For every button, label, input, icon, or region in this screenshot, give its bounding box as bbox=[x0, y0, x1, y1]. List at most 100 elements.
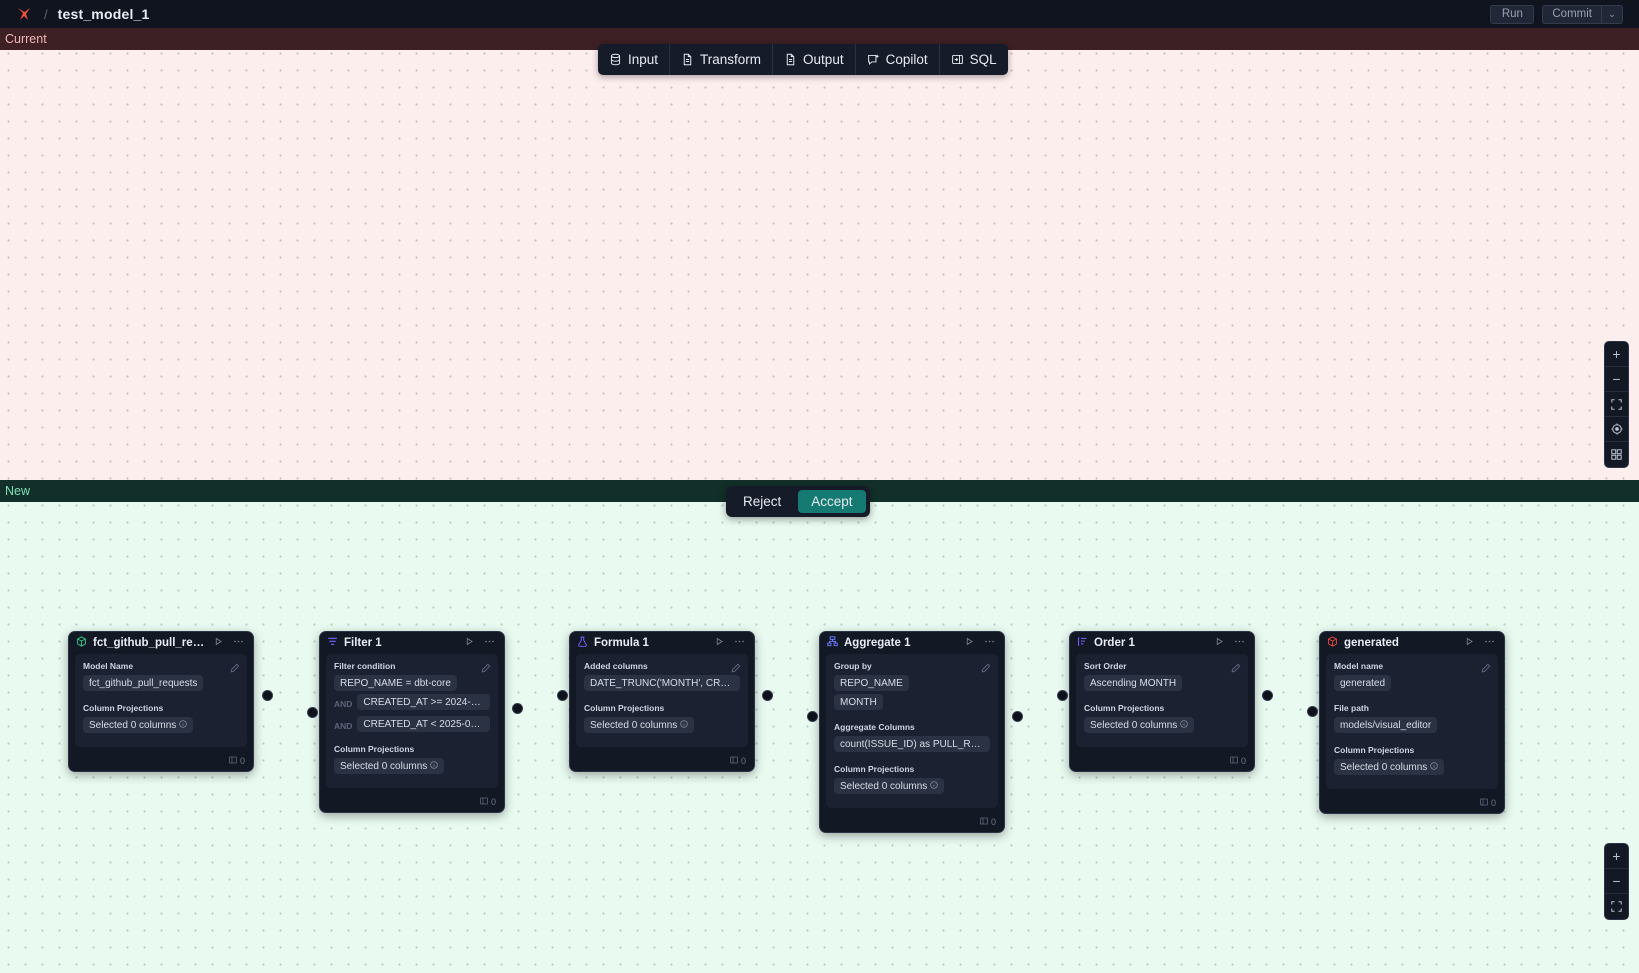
node-chip[interactable]: Selected 0 columns bbox=[1334, 759, 1445, 775]
toolbar-item-sql[interactable]: SQL bbox=[940, 44, 1008, 75]
node-output-port[interactable] bbox=[1012, 711, 1023, 722]
toolbar-item-transform[interactable]: Transform bbox=[670, 44, 774, 75]
flask-icon bbox=[577, 636, 588, 650]
chip-conjunction: AND bbox=[334, 698, 353, 709]
target-icon[interactable] bbox=[1605, 417, 1628, 442]
node-output-port[interactable] bbox=[762, 690, 773, 701]
node-menu-icon[interactable] bbox=[482, 636, 497, 650]
node-chip[interactable]: Selected 0 columns bbox=[834, 778, 945, 794]
node-chip[interactable]: models/visual_editor bbox=[1334, 717, 1438, 733]
breadcrumb-separator: / bbox=[44, 6, 48, 22]
node-chip[interactable]: Selected 0 columns bbox=[1084, 717, 1195, 733]
info-icon[interactable] bbox=[930, 780, 938, 791]
grid-icon[interactable] bbox=[1605, 442, 1628, 467]
node-input-port[interactable] bbox=[807, 711, 818, 722]
node-header[interactable]: Formula 1 bbox=[570, 632, 754, 654]
node-menu-icon[interactable] bbox=[732, 636, 747, 650]
node-chip[interactable]: generated bbox=[1334, 675, 1392, 691]
node-edit-pencil-icon[interactable] bbox=[230, 660, 240, 678]
commit-button[interactable]: Commit bbox=[1542, 4, 1601, 24]
node-section-title: Sort Order bbox=[1084, 661, 1127, 671]
zoom-in-button[interactable]: + bbox=[1605, 844, 1628, 869]
zoom-out-button[interactable]: − bbox=[1605, 367, 1628, 392]
node-run-icon[interactable] bbox=[463, 637, 476, 649]
commit-split-button: Commit ⌄ bbox=[1542, 4, 1623, 24]
document-icon bbox=[681, 53, 694, 66]
node-edit-pencil-icon[interactable] bbox=[731, 660, 741, 678]
node-chip[interactable]: CREATED_AT >= 2024-12-01 bbox=[357, 694, 490, 710]
node-header[interactable]: Filter 1 bbox=[320, 632, 504, 654]
x-logo-icon[interactable] bbox=[14, 4, 34, 24]
node-run-icon[interactable] bbox=[212, 637, 225, 649]
node-chip-label: Selected 0 columns bbox=[1340, 761, 1428, 773]
node-header[interactable]: fct_github_pull_requests bbox=[69, 632, 253, 654]
node-menu-icon[interactable] bbox=[1482, 636, 1497, 650]
current-canvas-pane[interactable]: Current bbox=[0, 28, 1639, 480]
node-menu-icon[interactable] bbox=[231, 636, 246, 650]
info-icon[interactable] bbox=[430, 760, 438, 771]
commit-dropdown-caret-icon[interactable]: ⌄ bbox=[1601, 4, 1623, 24]
node-column-count: 0 bbox=[239, 755, 245, 766]
node-footer: 0 bbox=[570, 753, 754, 771]
toolbar-item-output[interactable]: Output bbox=[773, 44, 856, 75]
node-run-icon[interactable] bbox=[713, 637, 726, 649]
node-chip[interactable]: DATE_TRUNC('MONTH', CREATED_AT… bbox=[584, 675, 740, 691]
node-header[interactable]: generated bbox=[1320, 632, 1504, 654]
node-run-icon[interactable] bbox=[1213, 637, 1226, 649]
zoom-out-button[interactable]: − bbox=[1605, 869, 1628, 894]
fit-view-icon[interactable] bbox=[1605, 392, 1628, 417]
node-chip[interactable]: Selected 0 columns bbox=[584, 717, 695, 733]
node-output-port[interactable] bbox=[262, 690, 273, 701]
node-output-port[interactable] bbox=[1262, 690, 1273, 701]
node-chip[interactable]: Selected 0 columns bbox=[334, 758, 445, 774]
node-chip[interactable]: Selected 0 columns bbox=[83, 717, 194, 733]
info-icon[interactable] bbox=[1180, 719, 1188, 730]
node-chip[interactable]: count(ISSUE_ID) as PULL_REQUEST_… bbox=[834, 736, 990, 752]
node-edit-pencil-icon[interactable] bbox=[1231, 660, 1241, 678]
info-icon[interactable] bbox=[1430, 761, 1438, 772]
zoom-in-button[interactable]: + bbox=[1605, 342, 1628, 367]
node-column-count: 0 bbox=[990, 816, 996, 827]
toolbar-item-input[interactable]: Input bbox=[598, 44, 671, 75]
node-input-port[interactable] bbox=[1057, 690, 1068, 701]
fit-view-icon[interactable] bbox=[1605, 894, 1628, 919]
node-chip[interactable]: fct_github_pull_requests bbox=[83, 675, 204, 691]
node-menu-icon[interactable] bbox=[1232, 636, 1247, 650]
document-icon bbox=[784, 53, 797, 66]
node-chip[interactable]: CREATED_AT < 2025-03-01 bbox=[357, 716, 490, 732]
toolbar-item-label: SQL bbox=[969, 52, 997, 67]
node-run-icon[interactable] bbox=[1463, 637, 1476, 649]
run-button[interactable]: Run bbox=[1490, 4, 1535, 24]
node-source[interactable]: fct_github_pull_requestsModel Namefct_gi… bbox=[68, 631, 254, 772]
accept-button[interactable]: Accept bbox=[798, 490, 866, 513]
node-edit-pencil-icon[interactable] bbox=[481, 660, 491, 678]
node-column-count: 0 bbox=[740, 755, 746, 766]
info-icon[interactable] bbox=[680, 719, 688, 730]
node-output-port[interactable] bbox=[512, 703, 523, 714]
node-input-port[interactable] bbox=[1307, 706, 1318, 717]
toolbar-item-copilot[interactable]: Copilot bbox=[856, 44, 940, 75]
node-input-port[interactable] bbox=[307, 707, 318, 718]
node-section-title: Column Projections bbox=[834, 764, 915, 774]
node-edit-pencil-icon[interactable] bbox=[1481, 660, 1491, 678]
node-input-port[interactable] bbox=[557, 690, 568, 701]
node-chip[interactable]: REPO_NAME = dbt-core bbox=[334, 675, 457, 691]
info-icon[interactable] bbox=[179, 719, 187, 730]
node-run-icon[interactable] bbox=[963, 637, 976, 649]
node-header[interactable]: Aggregate 1 bbox=[820, 632, 1004, 654]
node-menu-icon[interactable] bbox=[982, 636, 997, 650]
node-chip[interactable]: REPO_NAME bbox=[834, 675, 909, 691]
reject-button[interactable]: Reject bbox=[743, 494, 782, 509]
node-section-title: Column Projections bbox=[1084, 703, 1165, 713]
node-header[interactable]: Order 1 bbox=[1070, 632, 1254, 654]
node-edit-pencil-icon[interactable] bbox=[981, 660, 991, 678]
cube-icon-green bbox=[76, 636, 87, 650]
node-chip[interactable]: MONTH bbox=[834, 694, 883, 710]
node-chip[interactable]: Ascending MONTH bbox=[1084, 675, 1183, 691]
